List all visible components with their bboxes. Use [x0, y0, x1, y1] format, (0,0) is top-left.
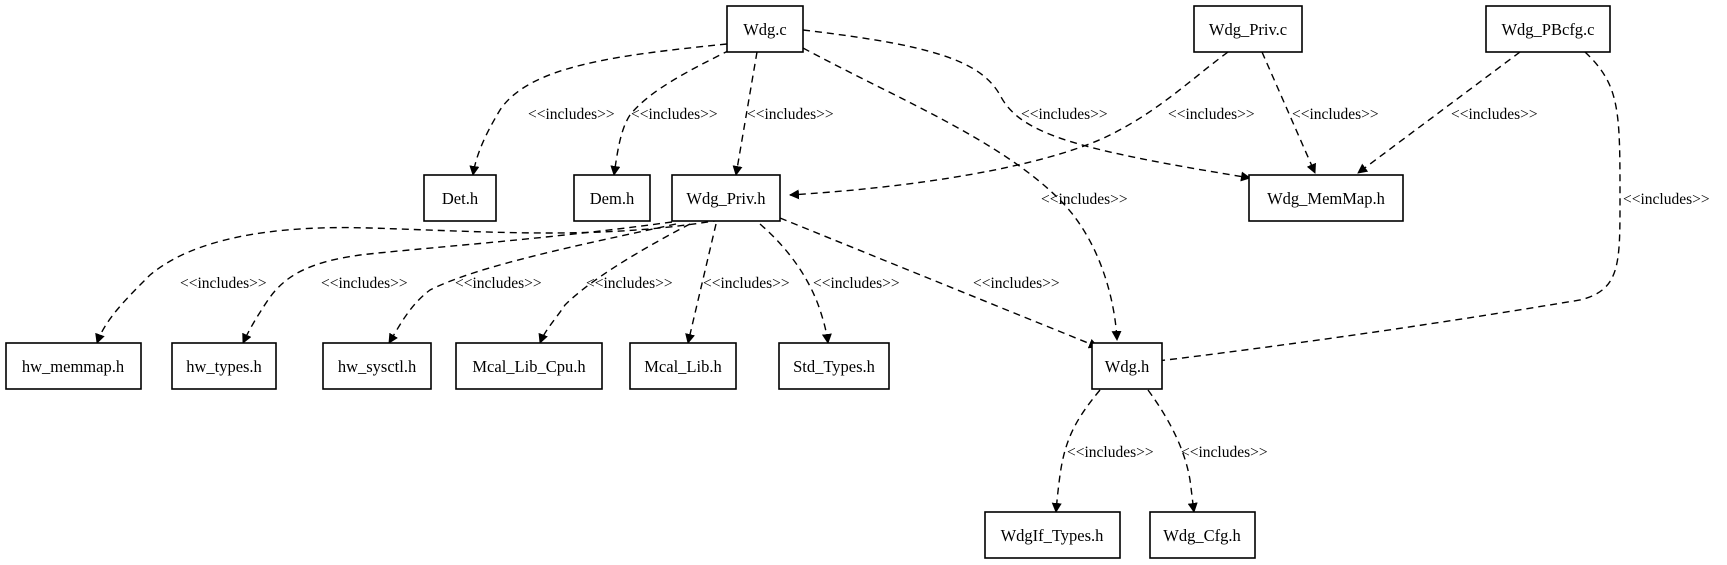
edge-wdg-h-to-wdgif-types-h: [1051, 389, 1101, 513]
node-label: Mcal_Lib_Cpu.h: [472, 357, 586, 376]
edge-wdg-c-to-wdg-h: [802, 47, 1122, 341]
edge-label: <<includes>>: [631, 106, 718, 123]
node-hw-sysctl-h[interactable]: hw_sysctl.h: [322, 342, 432, 390]
node-label: Mcal_Lib.h: [644, 357, 722, 376]
node-mcal-lib-h[interactable]: Mcal_Lib.h: [629, 342, 737, 390]
node-wdg-memmap-h[interactable]: Wdg_MemMap.h: [1248, 174, 1404, 222]
edge-label: <<includes>>: [321, 275, 408, 292]
node-wdgif-types-h[interactable]: WdgIf_Types.h: [984, 511, 1121, 559]
edge-label: <<includes>>: [180, 275, 267, 292]
node-label: hw_types.h: [186, 357, 262, 376]
edge-wdg-priv-c-to-wdg-priv-h: [789, 51, 1229, 200]
node-label: Det.h: [442, 189, 479, 208]
edges: [95, 29, 1621, 513]
edge-label: <<includes>>: [1292, 106, 1379, 123]
edge-wdg-priv-h-to-std-types-h: [759, 223, 832, 344]
edge-label: <<includes>>: [1041, 191, 1128, 208]
node-label: WdgIf_Types.h: [1001, 526, 1105, 545]
node-wdg-cfg-h[interactable]: Wdg_Cfg.h: [1149, 511, 1256, 559]
edge-label: <<includes>>: [455, 275, 542, 292]
node-label: Dem.h: [590, 189, 635, 208]
edge-wdg-pbcfg-c-to-wdg-h: [1132, 51, 1621, 368]
node-label: Wdg.c: [743, 20, 787, 39]
node-wdg-c[interactable]: Wdg.c: [726, 5, 804, 53]
node-wdg-pbcfg-c[interactable]: Wdg_PBcfg.c: [1485, 5, 1611, 53]
node-label: Wdg_MemMap.h: [1267, 189, 1386, 208]
edge-wdg-c-to-wdg-priv-h: [732, 51, 758, 176]
nodes: Wdg.c Wdg_Priv.c Wdg_PBcfg.c Det.h Dem.h…: [5, 5, 1611, 559]
node-wdg-priv-h[interactable]: Wdg_Priv.h: [671, 174, 781, 222]
edge-wdg-priv-c-to-wdg-memmap-h: [1261, 51, 1316, 174]
edge-label: <<includes>>: [1168, 106, 1255, 123]
node-label: Std_Types.h: [793, 357, 876, 376]
node-label: hw_sysctl.h: [338, 357, 417, 376]
node-wdg-h[interactable]: Wdg.h: [1091, 342, 1163, 390]
edge-wdg-priv-h-to-wdg-h: [779, 217, 1099, 349]
node-det-h[interactable]: Det.h: [423, 174, 497, 222]
edge-wdg-c-to-det-h: [469, 43, 728, 176]
node-label: hw_memmap.h: [22, 357, 125, 376]
node-hw-memmap-h[interactable]: hw_memmap.h: [5, 342, 142, 390]
edge-label: <<includes>>: [813, 275, 900, 292]
edge-label: <<includes>>: [586, 275, 673, 292]
node-dem-h[interactable]: Dem.h: [573, 174, 651, 222]
node-mcal-lib-cpu-h[interactable]: Mcal_Lib_Cpu.h: [455, 342, 603, 390]
node-label: Wdg.h: [1105, 357, 1150, 376]
edge-label: <<includes>>: [703, 275, 790, 292]
node-std-types-h[interactable]: Std_Types.h: [778, 342, 890, 390]
node-hw-types-h[interactable]: hw_types.h: [171, 342, 277, 390]
node-wdg-priv-c[interactable]: Wdg_Priv.c: [1193, 5, 1303, 53]
edge-wdg-c-to-dem-h: [610, 49, 731, 176]
node-label: Wdg_Priv.h: [686, 189, 766, 208]
edge-label: <<includes>>: [1451, 106, 1538, 123]
edge-wdg-priv-h-to-hw-sysctl-h: [388, 223, 677, 344]
edge-wdg-pbcfg-c-to-wdg-memmap-h: [1357, 51, 1521, 174]
node-label: Wdg_PBcfg.c: [1501, 20, 1594, 39]
edge-label: <<includes>>: [973, 275, 1060, 292]
edge-wdg-priv-h-to-mcal-lib-cpu-h: [538, 223, 691, 344]
edge-label: <<includes>>: [1067, 444, 1154, 461]
edge-label: <<includes>>: [1181, 444, 1268, 461]
edge-label: <<includes>>: [1021, 106, 1108, 123]
edge-label: <<includes>>: [1623, 191, 1710, 208]
node-label: Wdg_Cfg.h: [1163, 526, 1241, 545]
edge-wdg-priv-h-to-mcal-lib-h: [685, 223, 717, 344]
node-label: Wdg_Priv.c: [1209, 20, 1287, 39]
edge-wdg-c-to-wdg-memmap-h: [802, 29, 1251, 182]
edge-wdg-h-to-wdg-cfg-h: [1147, 389, 1198, 513]
edge-label: <<includes>>: [528, 106, 615, 123]
edge-label: <<includes>>: [747, 106, 834, 123]
edge-labels: <<includes>> <<includes>> <<includes>> <…: [180, 106, 1710, 461]
